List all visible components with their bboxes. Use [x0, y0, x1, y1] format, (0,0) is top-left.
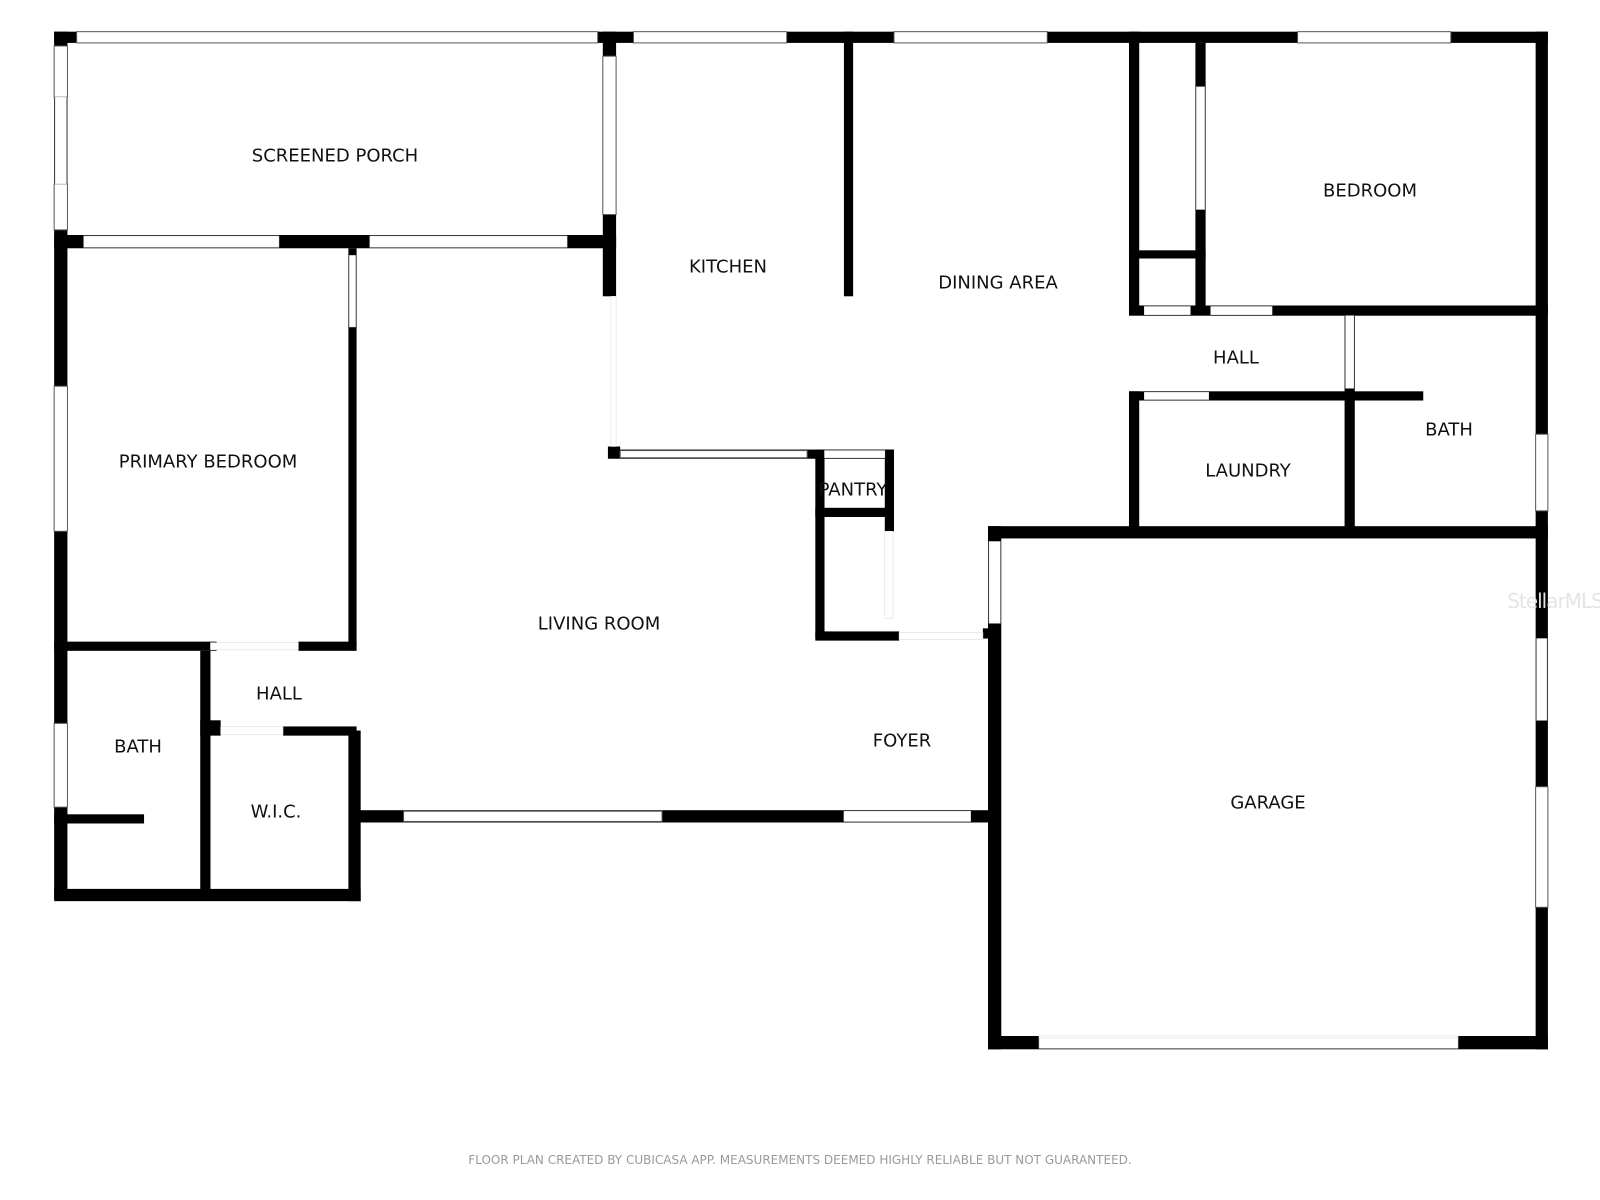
wall-segment [815, 449, 825, 639]
door-opening [210, 642, 299, 651]
wall-segment [298, 641, 357, 651]
door-opening [843, 810, 971, 822]
window [403, 810, 663, 822]
door-opening [884, 530, 894, 619]
door-opening [1144, 392, 1209, 400]
door-opening [824, 450, 886, 459]
wall-segment [815, 631, 900, 641]
door-opening [898, 632, 984, 640]
window [619, 450, 808, 459]
room-label-pantry: PANTRY [818, 479, 888, 501]
wall-segment [982, 628, 994, 639]
room-label-foyer: FOYER [872, 730, 932, 752]
window [602, 55, 617, 216]
wall-segment [54, 814, 145, 824]
wall-segment [1128, 31, 1140, 314]
window [893, 31, 1048, 44]
watermark-logo: StellarMLS [1507, 589, 1600, 613]
door-opening [1536, 638, 1548, 721]
window [53, 45, 68, 98]
door-opening [1038, 1036, 1459, 1049]
wall-segment [54, 31, 1548, 43]
wall-segment [815, 507, 894, 517]
room-label-hall-lower: HALL [256, 683, 302, 705]
wall-segment [1128, 305, 1548, 316]
room-label-primary-bedroom: PRIMARY BEDROOM [118, 451, 298, 473]
room-label-laundry: LAUNDRY [1205, 460, 1291, 482]
wall-segment [1128, 250, 1206, 259]
room-label-screened-porch: SCREENED PORCH [251, 145, 419, 167]
wall-segment [843, 31, 854, 297]
room-label-hall-upper: HALL [1213, 347, 1259, 369]
room-label-kitchen: KITCHEN [689, 256, 767, 278]
window [53, 722, 68, 808]
door-opening [349, 255, 356, 328]
room-label-garage: GARAGE [1230, 792, 1306, 814]
wall-segment [607, 446, 621, 459]
door-opening [1196, 86, 1205, 210]
room-label-bath-right: BATH [1425, 419, 1473, 441]
window [53, 385, 68, 532]
room-label-living-room: LIVING ROOM [537, 613, 661, 635]
wall-segment [348, 248, 357, 646]
room-label-bath-left: BATH [114, 736, 162, 758]
door-opening [220, 726, 284, 735]
window [1535, 786, 1549, 908]
window [1535, 433, 1549, 512]
door-opening [1038, 1035, 1459, 1039]
wall-segment [987, 526, 1002, 1050]
room-label-wic: W.I.C. [250, 801, 302, 823]
wall-segment [987, 526, 1548, 539]
wall-segment [1128, 391, 1424, 401]
room-label-bedroom: BEDROOM [1323, 180, 1417, 202]
wall-segment [54, 888, 361, 902]
windows [53, 31, 1549, 908]
door-opening [610, 295, 617, 447]
footer-disclaimer: FLOOR PLAN CREATED BY CUBICASA APP. MEAS… [468, 1153, 1132, 1167]
door-openings [54, 86, 1548, 1049]
wall-segment [348, 730, 361, 902]
door-opening [83, 235, 280, 248]
window [1297, 31, 1452, 44]
door-opening [1144, 306, 1191, 315]
wall-segment [200, 650, 211, 900]
door-opening [1345, 315, 1355, 389]
door-opening [1210, 306, 1273, 315]
wall-segment [283, 726, 357, 736]
door-opening [54, 96, 67, 185]
wall-segment [54, 641, 217, 651]
window [632, 31, 788, 44]
wall-segment [884, 449, 894, 532]
room-label-dining-area: DINING AREA [938, 272, 1058, 294]
door-opening [988, 541, 1001, 624]
window [53, 183, 68, 231]
wall-segment [1344, 315, 1355, 532]
wall-segment [200, 720, 221, 736]
window [76, 31, 599, 44]
wall-segment [1128, 391, 1140, 532]
door-opening [369, 235, 568, 248]
